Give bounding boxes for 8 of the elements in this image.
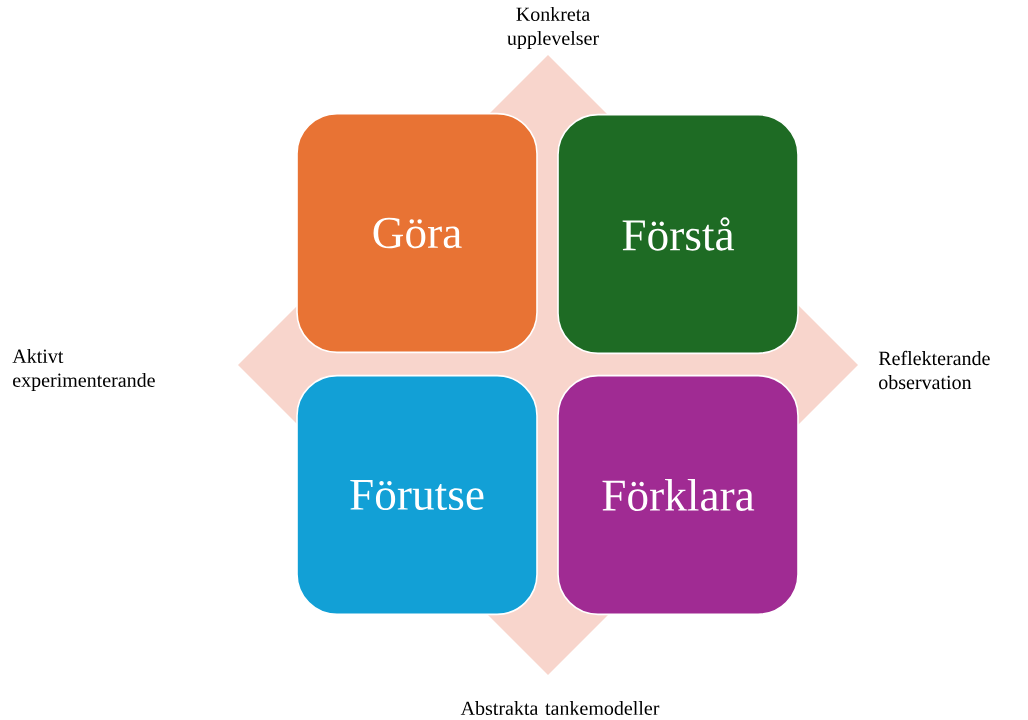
axis-label: Abstrakta tankemodeller bbox=[460, 700, 660, 715]
axis-label: Aktivt experimenterande bbox=[12, 348, 155, 392]
rounded-square: Förklara bbox=[557, 374, 799, 616]
axis-label: Reflekterande observation bbox=[878, 350, 990, 390]
rounded-square: Förstå bbox=[557, 113, 799, 355]
axis-label: Konkreta upplevelser bbox=[507, 6, 599, 50]
rounded-square: Göra bbox=[296, 112, 538, 354]
rounded-square: Förutse bbox=[296, 374, 538, 616]
